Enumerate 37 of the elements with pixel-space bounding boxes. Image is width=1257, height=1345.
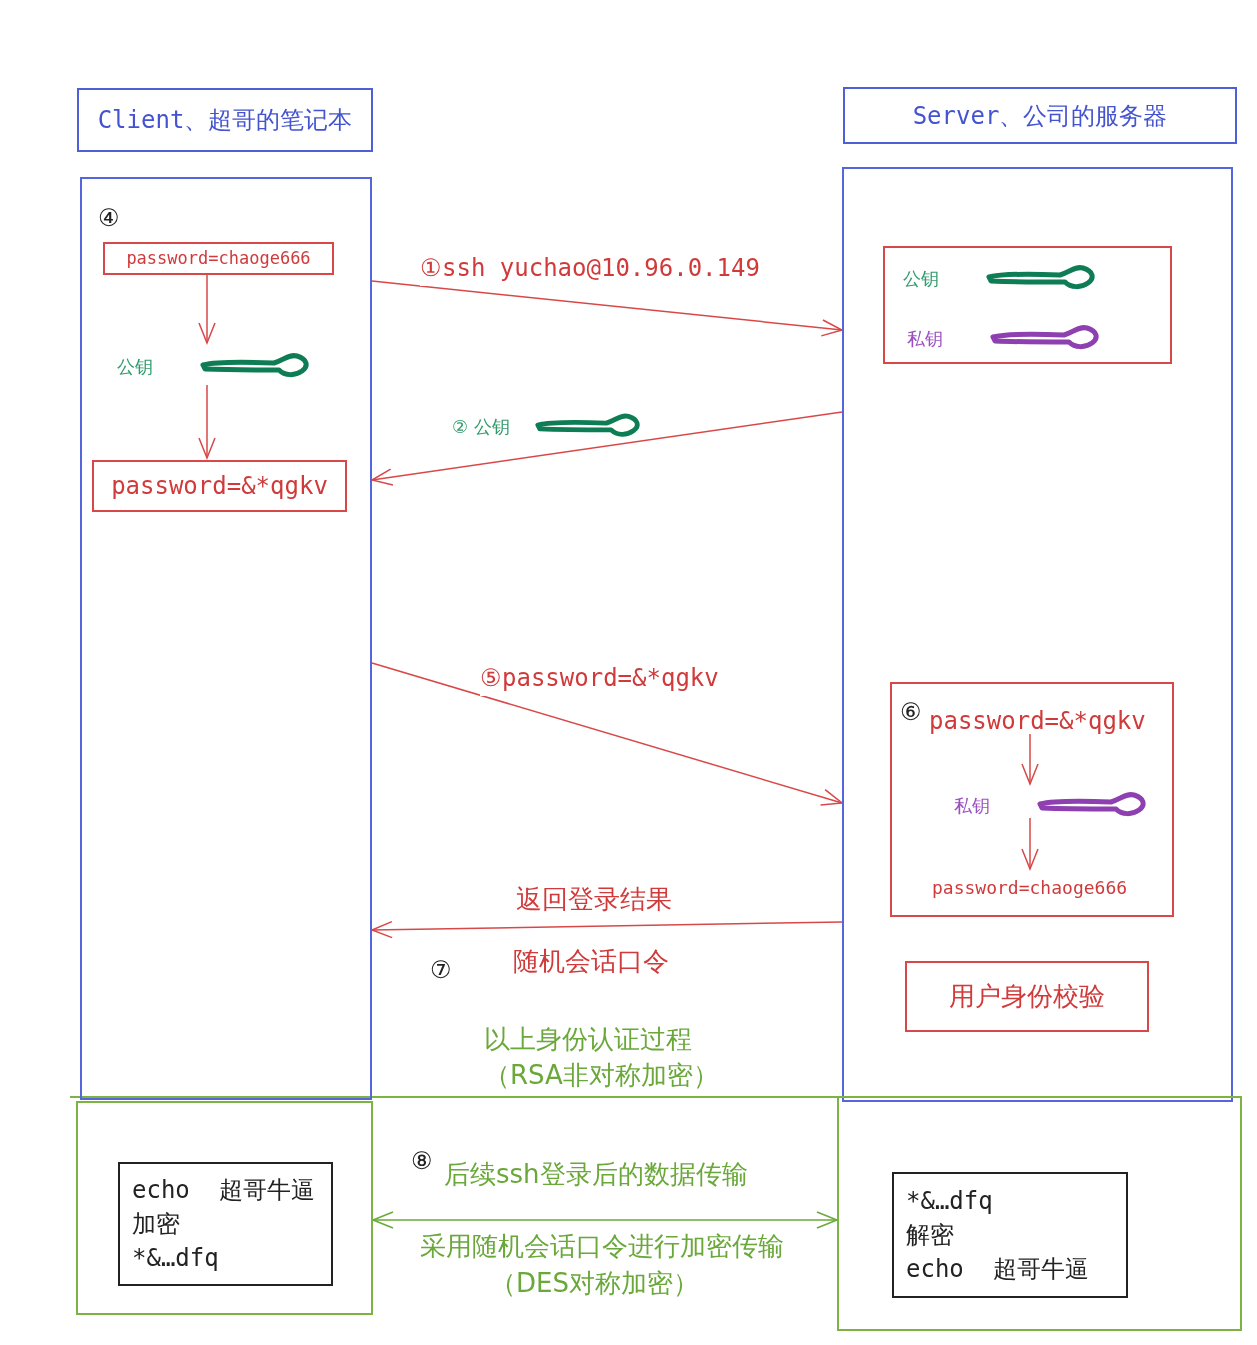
title-box: Client、超哥的笔记本 <box>77 88 373 152</box>
arrow <box>1021 817 1039 870</box>
note-text: 以上身份认证过程 <box>484 1023 692 1056</box>
note-text: （RSA非对称加密） <box>484 1059 719 1092</box>
host-panel <box>842 167 1233 1102</box>
arrow <box>371 920 843 939</box>
note-text: （DES对称加密） <box>490 1267 699 1300</box>
key-label: 公钥 <box>117 354 153 379</box>
arrow <box>1021 733 1039 785</box>
key-label: 私钥 <box>907 326 943 351</box>
password-box: password=&*qgkv <box>92 460 347 512</box>
text-box: *&…dfq 解密 echo 超哥牛逼 <box>892 1172 1128 1298</box>
arrow <box>371 280 843 337</box>
key-label: 公钥 <box>903 266 939 291</box>
password-box: 用户身份校验 <box>905 961 1149 1032</box>
password-text: password=chaoge666 <box>932 873 1147 901</box>
callout-number: ⑦ <box>430 955 452 986</box>
decrypt-box <box>890 682 1174 917</box>
callout-number: ⑧ <box>411 1146 433 1177</box>
key-label: 私钥 <box>954 793 990 818</box>
password-box: password=chaoge666 <box>103 242 334 275</box>
title-box: Server、公司的服务器 <box>843 87 1237 144</box>
message-text: 随机会话口令 <box>513 945 669 978</box>
host-panel <box>80 177 372 1100</box>
key-pair-box <box>883 246 1172 364</box>
callout-number: ⑥ <box>900 697 922 728</box>
text-box: echo 超哥牛逼 加密 *&…dfq <box>118 1162 333 1286</box>
arrow <box>371 662 843 806</box>
arrow <box>198 272 216 344</box>
password-text: password=&*qgkv <box>929 704 1174 738</box>
callout-number: ④ <box>98 203 120 234</box>
arrow <box>372 1211 838 1229</box>
arrow <box>198 384 216 459</box>
arrow <box>371 411 843 486</box>
host-section <box>837 1096 1242 1331</box>
note-text: 采用随机会话口令进行加密传输 <box>420 1230 784 1263</box>
host-section <box>76 1101 373 1315</box>
